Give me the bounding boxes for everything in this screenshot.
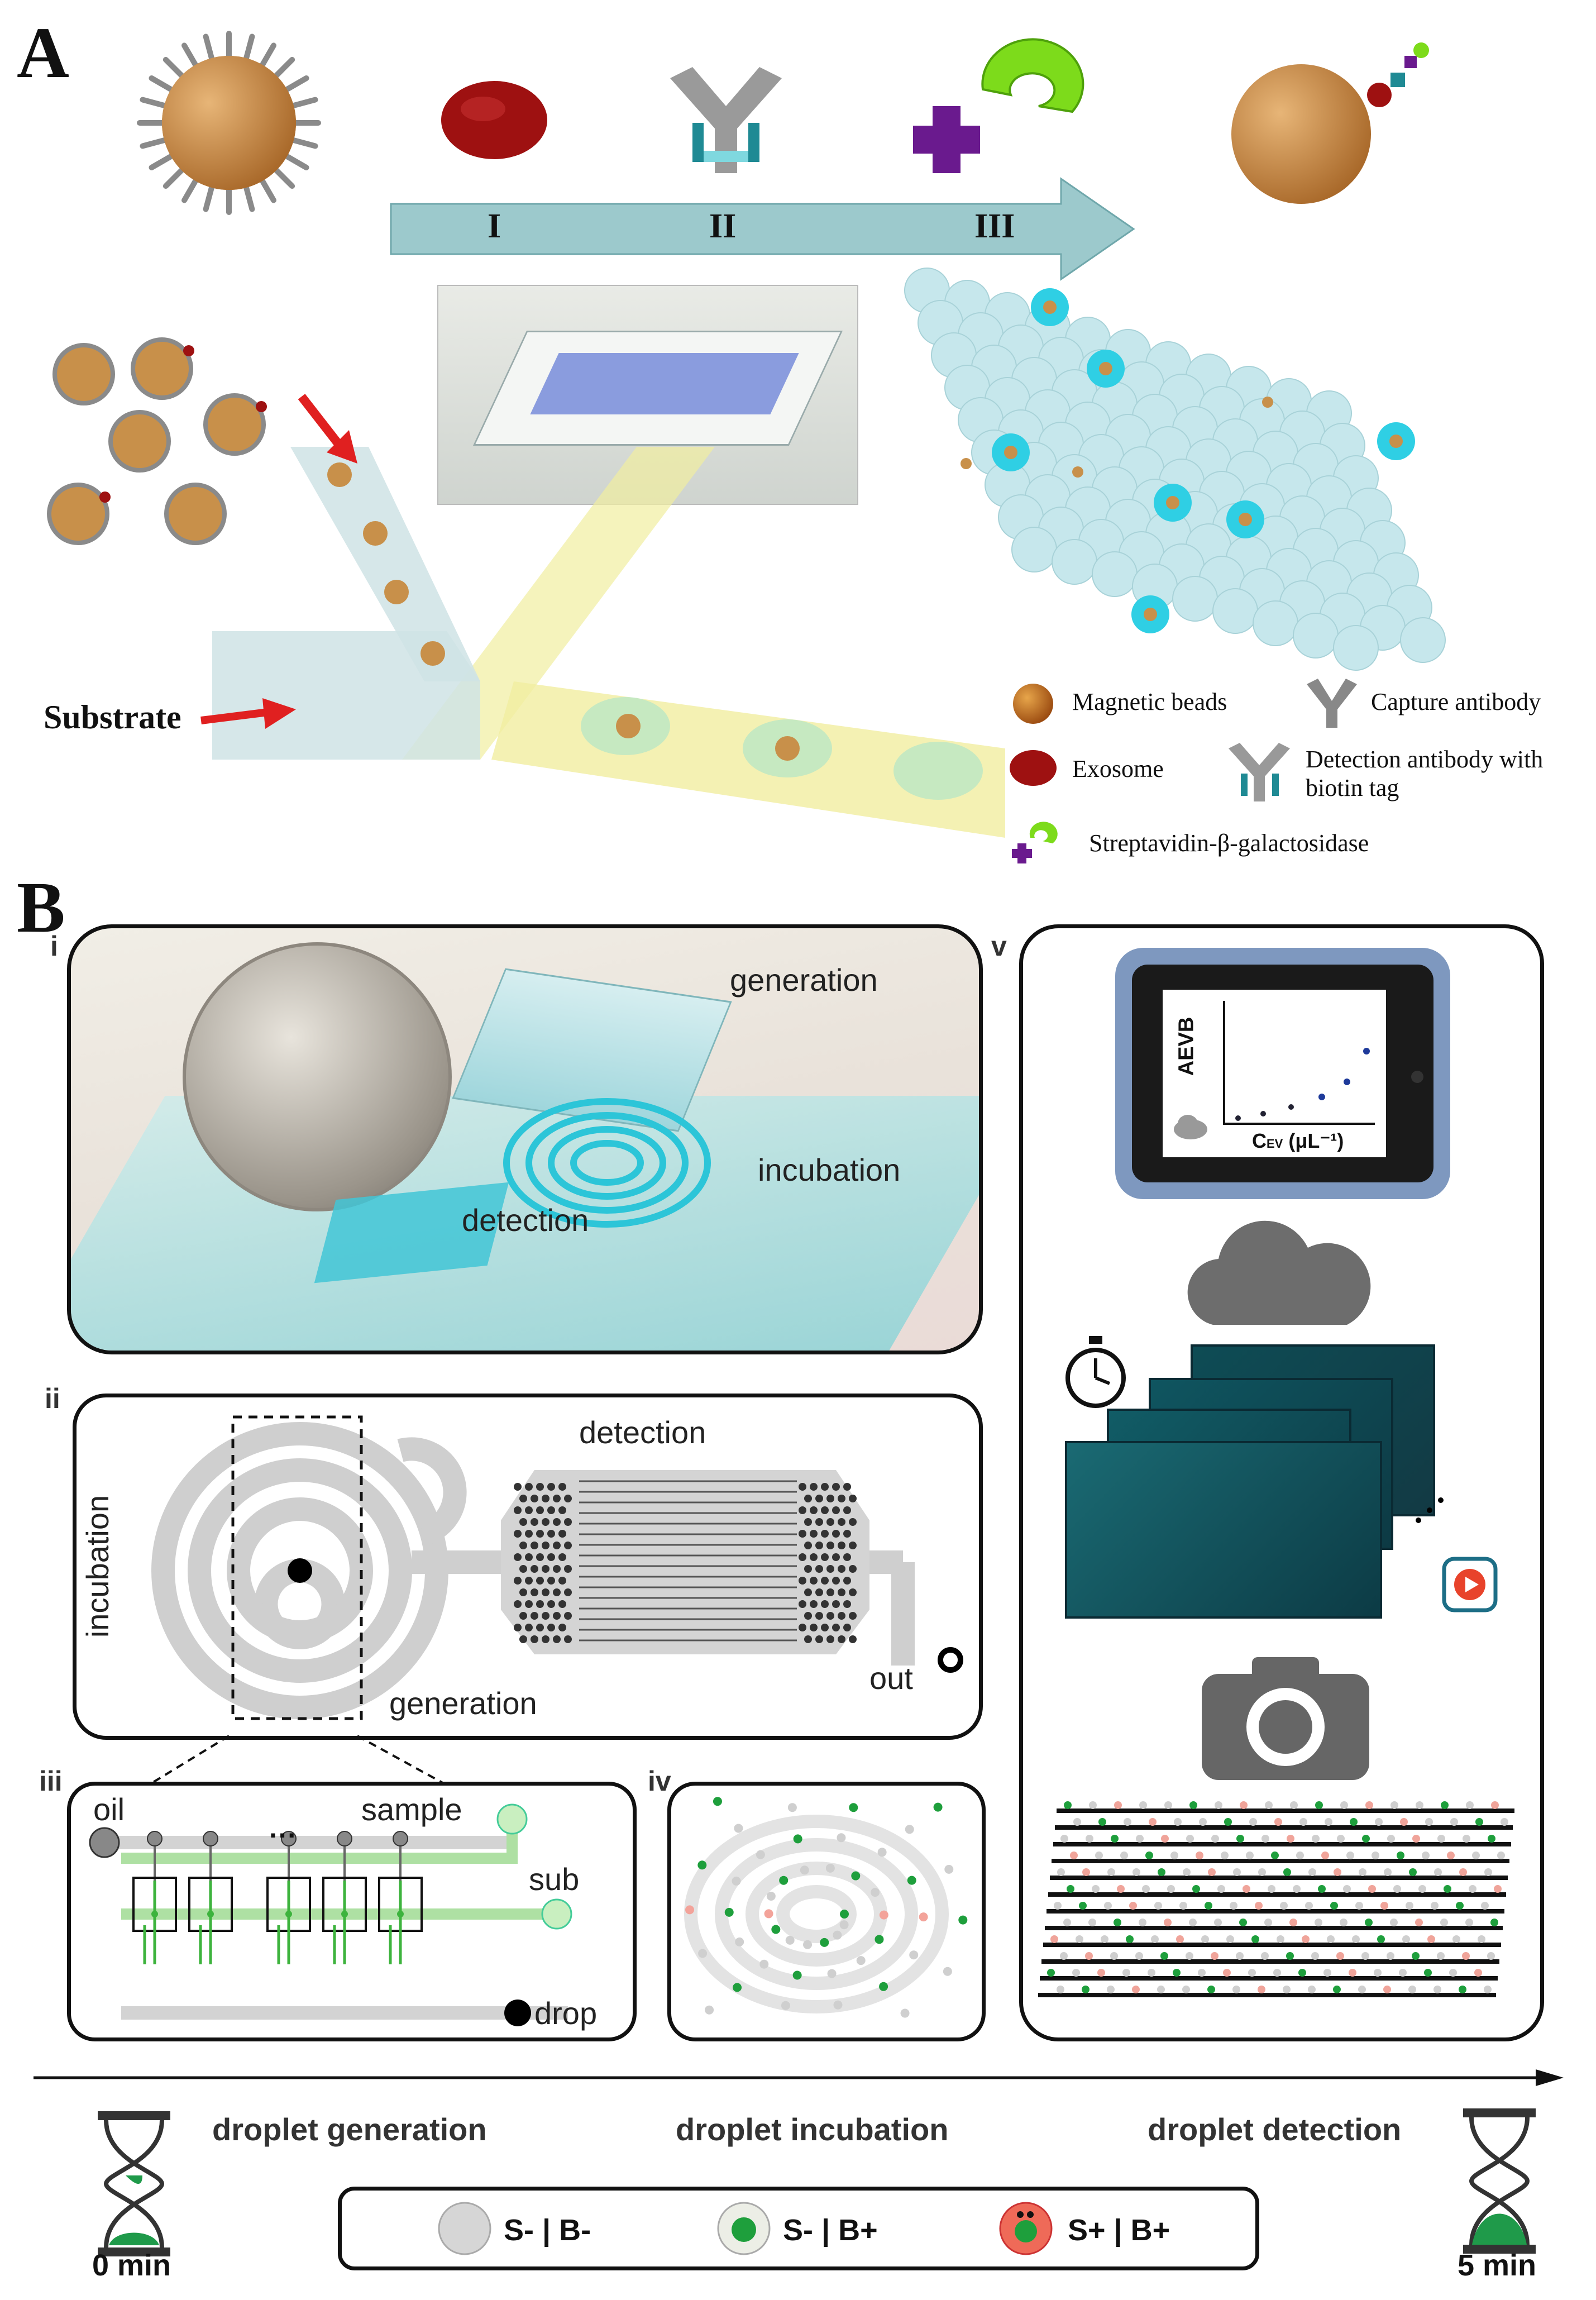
gen-label-oil: oil <box>93 1792 125 1827</box>
generation-detail-box: oil sample sub drop ··· <box>67 1782 637 2041</box>
stopwatch-icon <box>1065 1336 1126 1408</box>
timeline-stage-generation: droplet generation <box>212 2112 487 2147</box>
gen-ellipsis: ··· <box>269 1820 297 1851</box>
photo-label-incubation: incubation <box>758 1152 901 1187</box>
step-ii-label: II <box>709 207 737 245</box>
incubation-spiral-diagram <box>684 1797 968 2018</box>
legend-bead-icon <box>1013 684 1053 724</box>
key-droplet-empty-icon <box>438 2202 491 2255</box>
cloud-icon <box>1187 1220 1371 1325</box>
hourglass-start-icon <box>98 2111 170 2256</box>
chip-layout-box: detection incubation generation out <box>73 1394 983 1740</box>
sub-v-tag: v <box>991 931 1007 962</box>
mini-chart-ylabel: AEVB <box>1174 1017 1198 1076</box>
layout-label-generation: generation <box>389 1686 537 1721</box>
timeline-stage-detection: droplet detection <box>1148 2112 1402 2147</box>
step-iii-label: III <box>974 207 1015 245</box>
timeline-arrow <box>34 2069 1564 2086</box>
layout-label-out: out <box>869 1660 913 1696</box>
legend-detection-antibody-icon <box>1229 743 1290 801</box>
step-i-label: I <box>488 207 501 245</box>
detection-array <box>1038 1801 1514 1997</box>
key-label-3: S+ | B+ <box>1068 2213 1170 2247</box>
legend-detection-antibody: Detection antibody with biotin tag <box>1306 746 1544 801</box>
layout-label-detection: detection <box>579 1415 706 1450</box>
bead-array <box>904 268 1446 671</box>
key-label-2: S- | B+ <box>783 2213 878 2247</box>
sub-iii-tag: iii <box>39 1765 63 1797</box>
generation-detail-diagram <box>89 1803 572 2026</box>
camera-icon <box>1202 1657 1369 1780</box>
sub-ii-tag: ii <box>45 1383 60 1414</box>
panel-b-letter: B <box>17 867 65 948</box>
droplet-key-box: S- | B- S- | B+ S+ | B+ <box>338 2187 1259 2270</box>
photo-label-detection: detection <box>462 1203 589 1238</box>
legend-capture-antibody-icon <box>1307 679 1357 728</box>
mini-chart-xlabel-unit: (μL⁻¹) <box>1283 1129 1344 1152</box>
legend-exosome-icon <box>1010 750 1057 786</box>
legend-streptavidin: Streptavidin-β-galactosidase <box>1089 829 1369 857</box>
process-arrow <box>390 177 1135 281</box>
photo-label-generation: generation <box>730 962 878 998</box>
readout-mini-chart <box>1174 1001 1375 1139</box>
red-arrow-beads <box>298 394 357 464</box>
bead-complex-right <box>1231 42 1429 204</box>
microfluidic-channel-diagram <box>212 447 1005 838</box>
legend-capture-antibody: Capture antibody <box>1371 688 1541 715</box>
bead-with-antibodies-left <box>137 31 321 215</box>
mini-chart-xlabel-sub: EV <box>1267 1137 1283 1151</box>
detection-readout-box: AEVB CEV (μL⁻¹) <box>1019 924 1544 2041</box>
timeline-end-label: 5 min <box>1458 2249 1537 2282</box>
panel-a-letter: A <box>17 13 69 93</box>
image-frame-1 <box>1065 1441 1382 1619</box>
legend-exosome: Exosome <box>1072 755 1164 782</box>
sub-iv-tag: iv <box>648 1765 671 1797</box>
key-droplet-bead-icon <box>717 2202 771 2255</box>
chip-layout-diagram <box>151 1415 963 1720</box>
detection-antibody-icon <box>670 67 782 173</box>
timeline-stage-incubation: droplet incubation <box>676 2112 949 2147</box>
key-droplet-positive-icon <box>999 2202 1053 2255</box>
quarter-coin <box>183 942 452 1211</box>
video-play-icon <box>1442 1557 1498 1612</box>
mini-chart-xlabel-main: C <box>1252 1129 1267 1152</box>
sub-i-tag: i <box>50 931 58 962</box>
layout-label-incubation: incubation <box>80 1495 116 1638</box>
stack-ellipsis <box>1414 1492 1444 1523</box>
gen-label-drop: drop <box>534 1996 598 2031</box>
red-arrow-substrate <box>200 698 296 729</box>
key-label-1: S- | B- <box>504 2213 591 2247</box>
exosome-icon <box>441 81 547 159</box>
incubation-spiral-photo <box>503 1098 711 1228</box>
tablet-device: AEVB CEV (μL⁻¹) <box>1115 948 1450 1199</box>
mini-chart-xlabel: CEV (μL⁻¹) <box>1252 1129 1344 1153</box>
device-photo-box: generation incubation detection <box>67 924 983 1354</box>
gen-label-sample: sample <box>361 1792 462 1827</box>
streptavidin-icon <box>913 38 1084 173</box>
substrate-label: Substrate <box>44 699 181 736</box>
incubation-detail-box <box>667 1782 986 2041</box>
hourglass-end-icon <box>1463 2108 1536 2254</box>
bead-cluster <box>47 337 267 545</box>
legend-streptavidin-icon <box>1012 822 1058 863</box>
legend-magnetic-beads: Magnetic beads <box>1072 688 1227 715</box>
gen-label-sub: sub <box>529 1862 580 1897</box>
timeline-start-label: 0 min <box>92 2249 171 2282</box>
